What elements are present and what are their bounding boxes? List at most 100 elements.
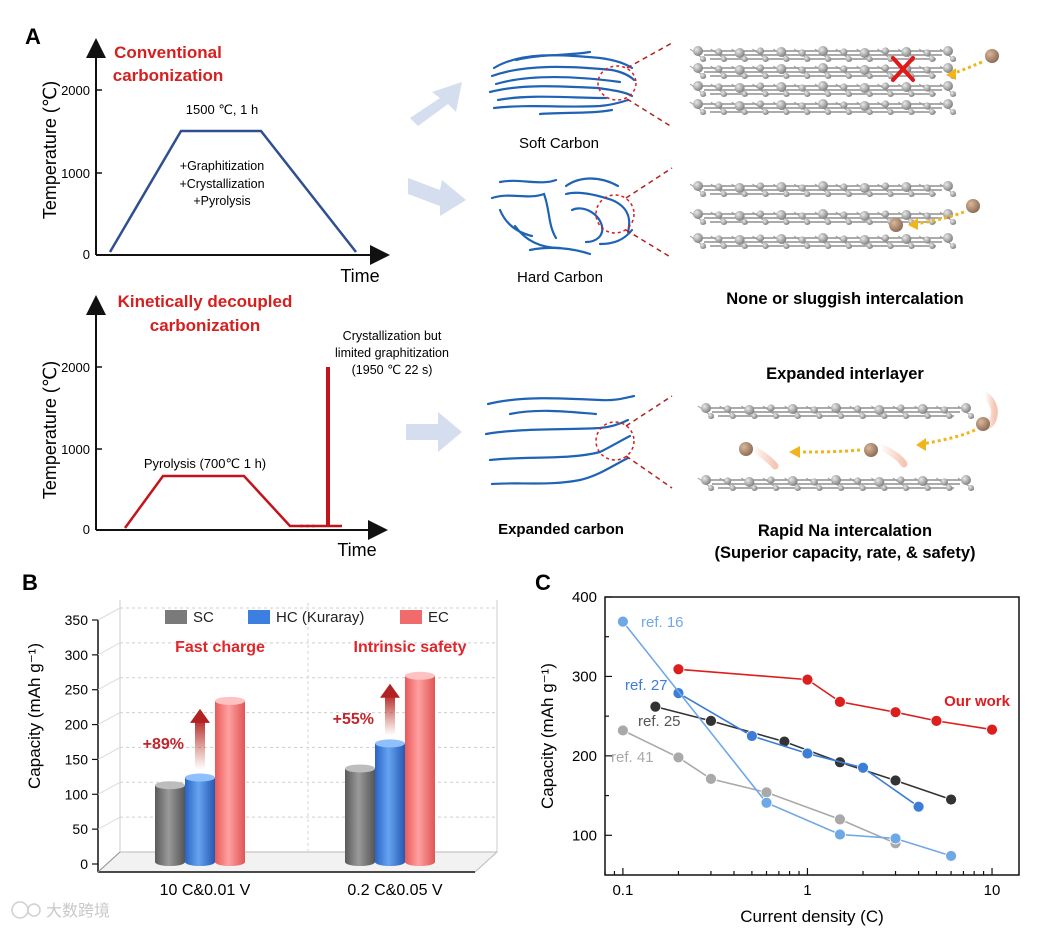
series-ref-27 (672, 687, 925, 813)
conventional-title-line2: carbonization (113, 66, 224, 85)
arrow-to-expanded-carbon-icon (406, 412, 462, 452)
expanded-carbon-sketch (484, 394, 636, 486)
improvement-arrow-icon (195, 720, 205, 770)
series-ref-41 (616, 724, 902, 850)
y-axis-title: Capacity (mAh g⁻¹) (538, 663, 557, 809)
arrow-to-soft-carbon-icon (410, 82, 462, 126)
kinetic-title-line1: Kinetically decoupled (118, 292, 293, 311)
data-point (945, 850, 957, 862)
y-axis-title: Temperature (℃) (40, 81, 60, 219)
spike-label: (1950 ℃ 22 s) (352, 363, 433, 377)
graphene-layer (697, 475, 975, 491)
soft-carbon-graphene-layers (689, 46, 957, 115)
data-point (834, 828, 846, 841)
data-point (930, 715, 943, 727)
na-ion-soft (946, 49, 999, 80)
ytick-label: 300 (65, 647, 89, 663)
ytick-label: 100 (572, 827, 597, 844)
ytick-label: 200 (572, 748, 597, 765)
graphene-layer (689, 46, 957, 62)
watermark: 大数跨境 (11, 901, 110, 920)
graphene-layer (689, 63, 957, 79)
watermark-text: 大数跨境 (46, 901, 110, 920)
panel-b-label: B (22, 570, 38, 595)
blocked-x-icon (891, 56, 915, 82)
legend-label: EC (428, 609, 449, 626)
data-point (745, 730, 758, 742)
kinetic-title-line2: carbonization (150, 316, 261, 335)
hard-carbon-graphene-layers (689, 181, 957, 249)
bar-sc (345, 764, 375, 866)
ytick-label: 200 (65, 717, 89, 733)
data-point (801, 673, 814, 686)
process-arrows (406, 82, 466, 452)
bar-ec (215, 696, 245, 866)
sluggish-intercalation-label: None or sluggish intercalation (726, 290, 963, 308)
soft-carbon-sketch (488, 50, 636, 116)
y-axis-title: Capacity (mAh g⁻¹) (25, 643, 44, 789)
panel-c-label: C (535, 570, 551, 595)
category-label: 10 C&0.01 V (160, 882, 251, 899)
y-axis-title: Temperature (℃) (40, 361, 60, 499)
bar-sc (155, 781, 185, 866)
xtick-label: 0.1 (612, 882, 633, 899)
na-ion-icon (976, 417, 990, 431)
spike-label: Crystallization but (343, 329, 442, 343)
data-point (760, 796, 773, 809)
series-label: ref. 41 (611, 749, 654, 766)
graphene-layer (689, 181, 957, 197)
data-point (834, 813, 846, 826)
data-point (889, 774, 902, 787)
x-axis-title: Time (337, 540, 376, 560)
data-point (857, 761, 869, 774)
rate-capability-chart: Current density (C) Capacity (mAh g⁻¹) 0… (538, 589, 1020, 926)
improvement-arrow-icon (385, 695, 395, 736)
ytick-label: 0 (83, 522, 90, 537)
arrow-to-hard-carbon-icon (408, 178, 466, 216)
pyrolysis-label: Pyrolysis (700℃ 1 h) (144, 456, 266, 471)
zoom-circle (597, 65, 637, 101)
spike-label: limited graphitization (335, 346, 449, 360)
na-ion-icon (889, 218, 903, 232)
data-point (705, 772, 717, 785)
na-ion-icon (985, 49, 999, 63)
expanded-carbon-label: Expanded carbon (498, 521, 624, 538)
hard-carbon-sketch (490, 177, 634, 256)
soft-carbon-label: Soft Carbon (519, 135, 599, 152)
zoom-circle (595, 421, 635, 461)
data-point (649, 700, 662, 713)
ytick-label: 1000 (61, 166, 90, 181)
ytick-label: 250 (65, 682, 89, 698)
improvement-label: +55% (333, 711, 374, 728)
expanded-graphene-layers (697, 403, 975, 491)
data-point (945, 793, 957, 806)
xtick-label: 10 (984, 882, 1001, 899)
ytick-label: 100 (65, 786, 89, 802)
series-label: ref. 25 (638, 713, 681, 730)
na-ion-hard (889, 199, 980, 232)
conventional-title-line1: Conventional (114, 43, 222, 62)
na-ion-expanded (739, 391, 998, 470)
data-point (889, 706, 902, 719)
legend-swatch (248, 610, 270, 624)
ytick-label: 300 (572, 668, 597, 685)
expanded-interlayer-label: Expanded interlayer (766, 365, 924, 383)
ytick-label: 350 (65, 612, 89, 628)
kinetic-carbonization-plot: Kinetically decoupled carbonization 0 10… (40, 292, 449, 560)
data-point (616, 724, 629, 737)
data-point (801, 747, 814, 760)
process-text: +Graphitization (180, 159, 264, 173)
process-text: +Crystallization (179, 177, 264, 191)
data-point (760, 786, 773, 799)
ytick-label: 400 (572, 589, 597, 606)
series-label: ref. 27 (625, 677, 668, 694)
rapid-intercalation-sublabel: (Superior capacity, rate, & safety) (714, 544, 975, 562)
spike-profile-line (326, 367, 330, 527)
improvement-label: +89% (143, 736, 184, 753)
na-ion-icon (864, 443, 878, 457)
series-ref-16 (616, 615, 957, 862)
data-point (912, 800, 925, 813)
panel-a-label: A (25, 24, 41, 49)
process-text: +Pyrolysis (193, 194, 250, 208)
data-point (672, 663, 685, 676)
